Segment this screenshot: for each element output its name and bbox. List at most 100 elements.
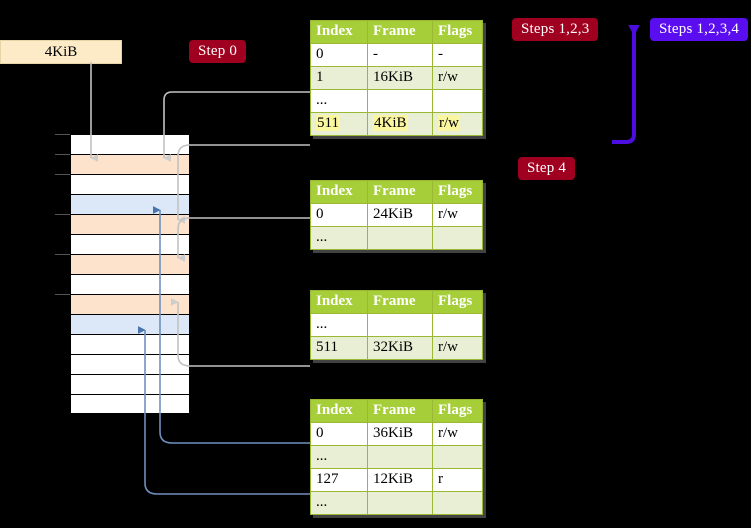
memory-frame-row <box>70 274 190 294</box>
cell-flags <box>432 313 483 337</box>
wire-t1-row511 <box>177 144 310 224</box>
cell-flags <box>432 491 483 515</box>
cell-index: ... <box>310 313 368 337</box>
memory-frame-row <box>70 194 190 214</box>
memory-frame-tick <box>55 174 70 175</box>
cell-index: 0 <box>310 43 368 67</box>
cell-flags: r/w <box>432 112 483 136</box>
cell-flags <box>432 89 483 113</box>
column-header-flags: Flags <box>432 20 483 44</box>
column-header-index: Index <box>310 290 368 314</box>
cell-index: 0 <box>310 203 368 227</box>
memory-frame-tick <box>55 154 70 155</box>
memory-frame-row <box>70 334 190 354</box>
wire-t2-row0 <box>177 217 310 262</box>
cell-index: ... <box>310 491 368 515</box>
cell-frame: 24KiB <box>367 203 433 227</box>
wire-t3-row511 <box>171 298 310 367</box>
badge-steps-123: Steps 1,2,3 <box>512 18 599 41</box>
column-header-frame: Frame <box>367 399 433 423</box>
cell-flags: r/w <box>432 66 483 90</box>
cell-frame: 32KiB <box>367 336 433 360</box>
cell-index: 127 <box>310 468 368 492</box>
highlighted-value: r/w <box>438 115 460 131</box>
column-header-flags: Flags <box>432 180 483 204</box>
cell-flags <box>432 226 483 250</box>
table-row[interactable]: 0-- <box>310 43 483 67</box>
arrow-steps-loop <box>612 25 640 144</box>
badge-step-0: Step 0 <box>189 40 247 63</box>
cell-flags <box>432 445 483 469</box>
column-header-index: Index <box>310 399 368 423</box>
memory-frame-tick <box>55 294 70 295</box>
size-label-text: 4KiB <box>44 43 78 60</box>
cell-index: 511 <box>310 336 368 360</box>
cell-index: 0 <box>310 422 368 446</box>
cell-index: ... <box>310 445 368 469</box>
cell-frame: 4KiB <box>367 112 433 136</box>
cell-flags: r/w <box>432 422 483 446</box>
column-header-flags: Flags <box>432 399 483 423</box>
table-row[interactable]: ... <box>310 226 483 250</box>
cell-frame: 12KiB <box>367 468 433 492</box>
cell-flags: r/w <box>432 203 483 227</box>
cell-frame: 36KiB <box>367 422 433 446</box>
memory-frame-tick <box>55 134 70 135</box>
cell-flags: r/w <box>432 336 483 360</box>
cell-flags: - <box>432 43 483 67</box>
cell-index: 511 <box>310 112 368 136</box>
table-row[interactable]: ... <box>310 491 483 515</box>
column-header-index: Index <box>310 20 368 44</box>
table-row[interactable]: ... <box>310 313 483 337</box>
cell-frame: - <box>367 43 433 67</box>
column-header-index: Index <box>310 180 368 204</box>
cell-flags: r <box>432 468 483 492</box>
column-header-frame: Frame <box>367 180 433 204</box>
memory-frame-row <box>70 134 190 154</box>
highlighted-value: 4KiB <box>373 115 408 131</box>
badge-step-4: Step 4 <box>518 157 576 180</box>
cell-frame <box>367 313 433 337</box>
cell-frame <box>367 491 433 515</box>
memory-frame-row <box>70 254 190 274</box>
column-header-flags: Flags <box>432 290 483 314</box>
cell-frame: 16KiB <box>367 66 433 90</box>
table-row[interactable]: 511 4KiB r/w <box>310 112 483 136</box>
cell-index: ... <box>310 89 368 113</box>
cell-frame <box>367 226 433 250</box>
size-label-box: 4KiB <box>0 40 122 64</box>
cell-frame <box>367 89 433 113</box>
memory-frame-row <box>70 314 190 334</box>
memory-frame-row <box>70 214 190 234</box>
memory-frame-row <box>70 354 190 374</box>
memory-frame-tick <box>55 214 70 215</box>
table-row[interactable]: ... <box>310 445 483 469</box>
memory-frame-row <box>70 234 190 254</box>
column-header-frame: Frame <box>367 290 433 314</box>
memory-frame-row <box>70 154 190 174</box>
memory-frame-row <box>70 174 190 194</box>
badge-steps-1234: Steps 1,2,3,4 <box>650 18 749 41</box>
table-row[interactable]: ... <box>310 89 483 113</box>
physical-memory-frames <box>70 134 190 415</box>
cell-index: 1 <box>310 66 368 90</box>
highlighted-value: 511 <box>316 115 340 131</box>
cell-index: ... <box>310 226 368 250</box>
memory-frame-row <box>70 374 190 394</box>
column-header-frame: Frame <box>367 20 433 44</box>
cell-frame <box>367 445 433 469</box>
memory-frame-tick <box>55 254 70 255</box>
